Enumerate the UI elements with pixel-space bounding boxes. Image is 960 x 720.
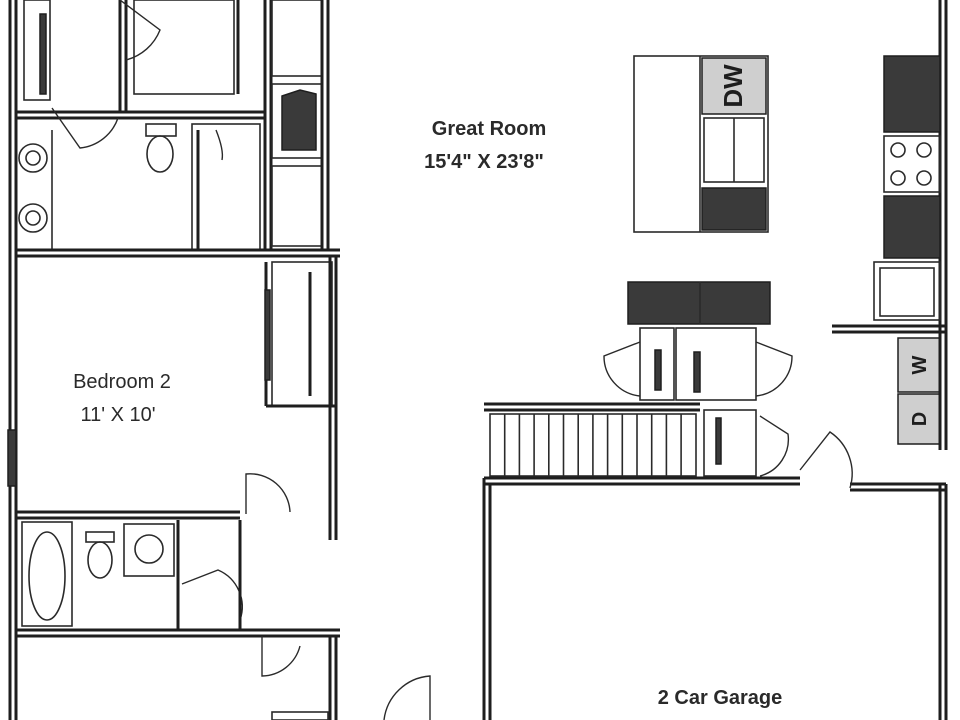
sink-top <box>18 143 48 173</box>
dishwasher-label: DW <box>718 64 748 108</box>
bedroom-3-door[interactable] <box>261 636 301 677</box>
toilet-hall <box>85 531 115 543</box>
dishwasher <box>701 57 767 115</box>
hall-bath <box>16 520 340 720</box>
refrigerator <box>873 261 941 321</box>
washer <box>897 337 941 393</box>
bedroom-2-name: Bedroom 2 <box>73 371 171 393</box>
kitchen-counter <box>873 55 941 321</box>
bedroom-2 <box>7 256 338 540</box>
exterior-walls <box>8 0 948 720</box>
stair-treads <box>503 414 682 476</box>
pantry-door-left[interactable] <box>603 341 641 397</box>
shower <box>191 123 261 251</box>
sink-bottom <box>18 203 48 233</box>
garage-name: 2 Car Garage <box>658 687 783 709</box>
fireplace <box>281 89 317 151</box>
bedroom-2-window <box>7 429 17 487</box>
stairs <box>484 402 700 477</box>
master-bath <box>16 0 340 258</box>
great-room-size: 15'4" X 23'8" <box>424 151 544 173</box>
utility-door[interactable] <box>759 415 790 477</box>
pantry-door-right[interactable] <box>755 341 793 397</box>
garage-entry-door[interactable] <box>799 431 853 489</box>
garage <box>482 431 948 720</box>
dryer <box>897 393 941 445</box>
great-room-name: Great Room <box>432 118 546 140</box>
hall-sink <box>123 523 175 577</box>
washer-label: W <box>909 355 931 374</box>
toilet-master <box>145 123 177 137</box>
hall-bath-door[interactable] <box>181 569 243 621</box>
bedroom-2-closet <box>271 261 333 407</box>
dryer-label: D <box>909 412 931 426</box>
bath-door[interactable] <box>119 0 161 61</box>
kitchen-island: DW <box>633 55 769 233</box>
fireplace-column <box>271 0 330 250</box>
pantry <box>603 281 793 401</box>
bedroom-2-door[interactable] <box>245 473 291 514</box>
bedroom-2-size: 11' X 10' <box>80 404 155 426</box>
cooktop <box>883 135 941 193</box>
laundry: W D <box>703 324 948 477</box>
bathtub <box>21 521 73 627</box>
entry-door[interactable] <box>383 675 431 720</box>
